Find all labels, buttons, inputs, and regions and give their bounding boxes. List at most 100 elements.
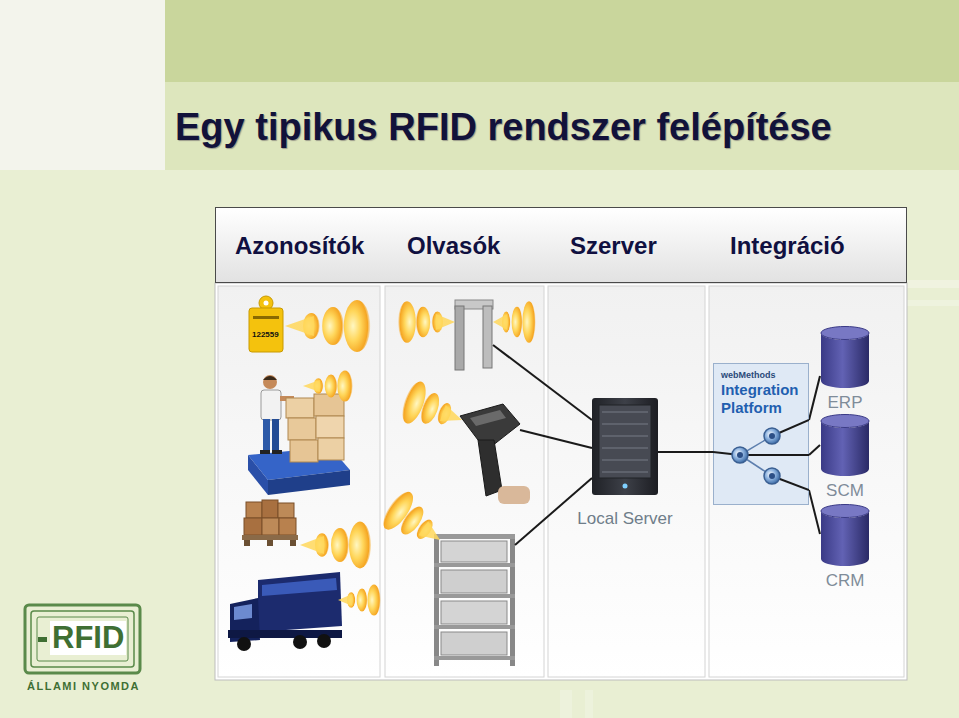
truck — [262, 578, 337, 596]
box-stack — [314, 394, 344, 416]
logo-frame — [38, 637, 47, 642]
hub-node — [764, 428, 780, 444]
box-stack — [290, 440, 318, 462]
shelf-reader — [441, 601, 507, 624]
database-cylinder-top — [821, 327, 869, 340]
content-panel — [215, 283, 907, 680]
logo-frame — [31, 611, 134, 667]
server-front-panel — [599, 405, 651, 478]
database-cylinder-shape — [821, 511, 869, 566]
reader-wire — [520, 430, 592, 448]
column-heading: Integráció — [730, 232, 845, 260]
column-header-band: Azonosítók Olvasók Szerver Integráció — [215, 207, 907, 283]
truck — [293, 635, 307, 649]
truck — [228, 572, 342, 651]
logo-wordmark: RFID — [50, 621, 126, 655]
system-label: SCM — [826, 481, 864, 501]
slide-background — [560, 690, 572, 718]
box-stack — [286, 394, 344, 462]
hub-node — [769, 473, 775, 479]
box-stack — [318, 438, 344, 460]
radio-beam — [300, 522, 371, 569]
server-tower-shape — [592, 398, 658, 495]
database-cylinder: SCM — [820, 414, 870, 476]
shelf-reader — [434, 563, 515, 567]
content-panel — [548, 286, 705, 677]
worker-on-scale — [260, 450, 270, 454]
pallet-with-boxes — [242, 535, 298, 540]
handheld-reader — [470, 410, 506, 426]
pallet-with-boxes — [290, 540, 296, 546]
shelf-reader — [434, 534, 515, 666]
tag-number: 122559 — [252, 331, 279, 340]
platform-name: Integration Platform — [721, 381, 801, 417]
slide-background — [905, 280, 959, 288]
handheld-reader — [478, 440, 502, 496]
content-panel — [385, 286, 544, 677]
connector-line — [809, 376, 820, 420]
handheld-reader — [460, 404, 530, 504]
system-label: CRM — [826, 571, 865, 591]
slide-title: Egy tipikus RFID rendszer felépítése — [175, 106, 832, 149]
vendor-name: webMethods — [721, 369, 801, 381]
server-vent — [602, 411, 648, 413]
worker-on-scale — [272, 419, 279, 451]
pallet-with-boxes — [246, 502, 262, 518]
shelf-reader — [510, 534, 515, 666]
truck — [258, 572, 342, 632]
server-vent — [602, 471, 648, 473]
server-vent — [602, 423, 648, 425]
slide-background — [585, 690, 593, 718]
logo-subtitle: ÁLLAMI NYOMDA — [27, 680, 140, 692]
reader-wire — [493, 345, 592, 545]
radio-beam — [338, 584, 381, 615]
logo-frame — [25, 605, 140, 673]
pallet-with-boxes — [278, 503, 294, 518]
server-tower-shape — [592, 398, 658, 495]
server-label: Local Server — [577, 509, 672, 529]
radio-beam — [398, 379, 470, 441]
shelf-reader — [434, 625, 515, 629]
handheld-reader — [498, 486, 530, 504]
database-cylinder: CRM — [820, 504, 870, 566]
worker-on-scale — [263, 376, 277, 380]
server-vent — [602, 435, 648, 437]
column-heading: Olvasók — [407, 232, 500, 260]
worker-on-scale — [248, 455, 268, 495]
box-stack — [286, 398, 314, 418]
database-cylinder-shape — [820, 326, 870, 388]
database-cylinder-shape — [821, 333, 869, 388]
worker-on-scale — [261, 390, 281, 420]
truck — [317, 634, 331, 648]
portal-reader — [483, 306, 492, 368]
database-cylinder: ERP — [820, 326, 870, 388]
database-cylinder-top — [821, 505, 869, 518]
shelf-reader — [441, 570, 507, 593]
system-label: ERP — [828, 393, 863, 413]
truck — [237, 637, 251, 651]
pallet-with-boxes — [279, 518, 296, 535]
database-cylinder-shape — [820, 504, 870, 566]
pallet-with-boxes — [244, 540, 250, 546]
column-heading: Azonosítók — [235, 232, 364, 260]
shelf-reader — [434, 534, 439, 666]
database-cylinder-shape — [820, 414, 870, 476]
shelf-reader — [441, 541, 507, 562]
database-cylinder-top — [821, 415, 869, 428]
hub-node — [732, 447, 748, 463]
database-cylinder-shape — [821, 421, 869, 476]
logo-frame — [25, 605, 140, 673]
shelf-reader — [441, 632, 507, 655]
pallet-with-boxes — [262, 518, 279, 535]
box-stack — [288, 418, 316, 440]
integration-platform-box: webMethodsIntegration Platform — [713, 363, 809, 505]
rfid-tag — [249, 308, 283, 352]
server-vent — [602, 459, 648, 461]
truck — [234, 604, 252, 620]
reader-wire — [493, 345, 592, 420]
column-heading: Szerver — [570, 232, 657, 260]
worker-on-scale — [272, 450, 282, 454]
shelf-reader — [434, 534, 515, 539]
